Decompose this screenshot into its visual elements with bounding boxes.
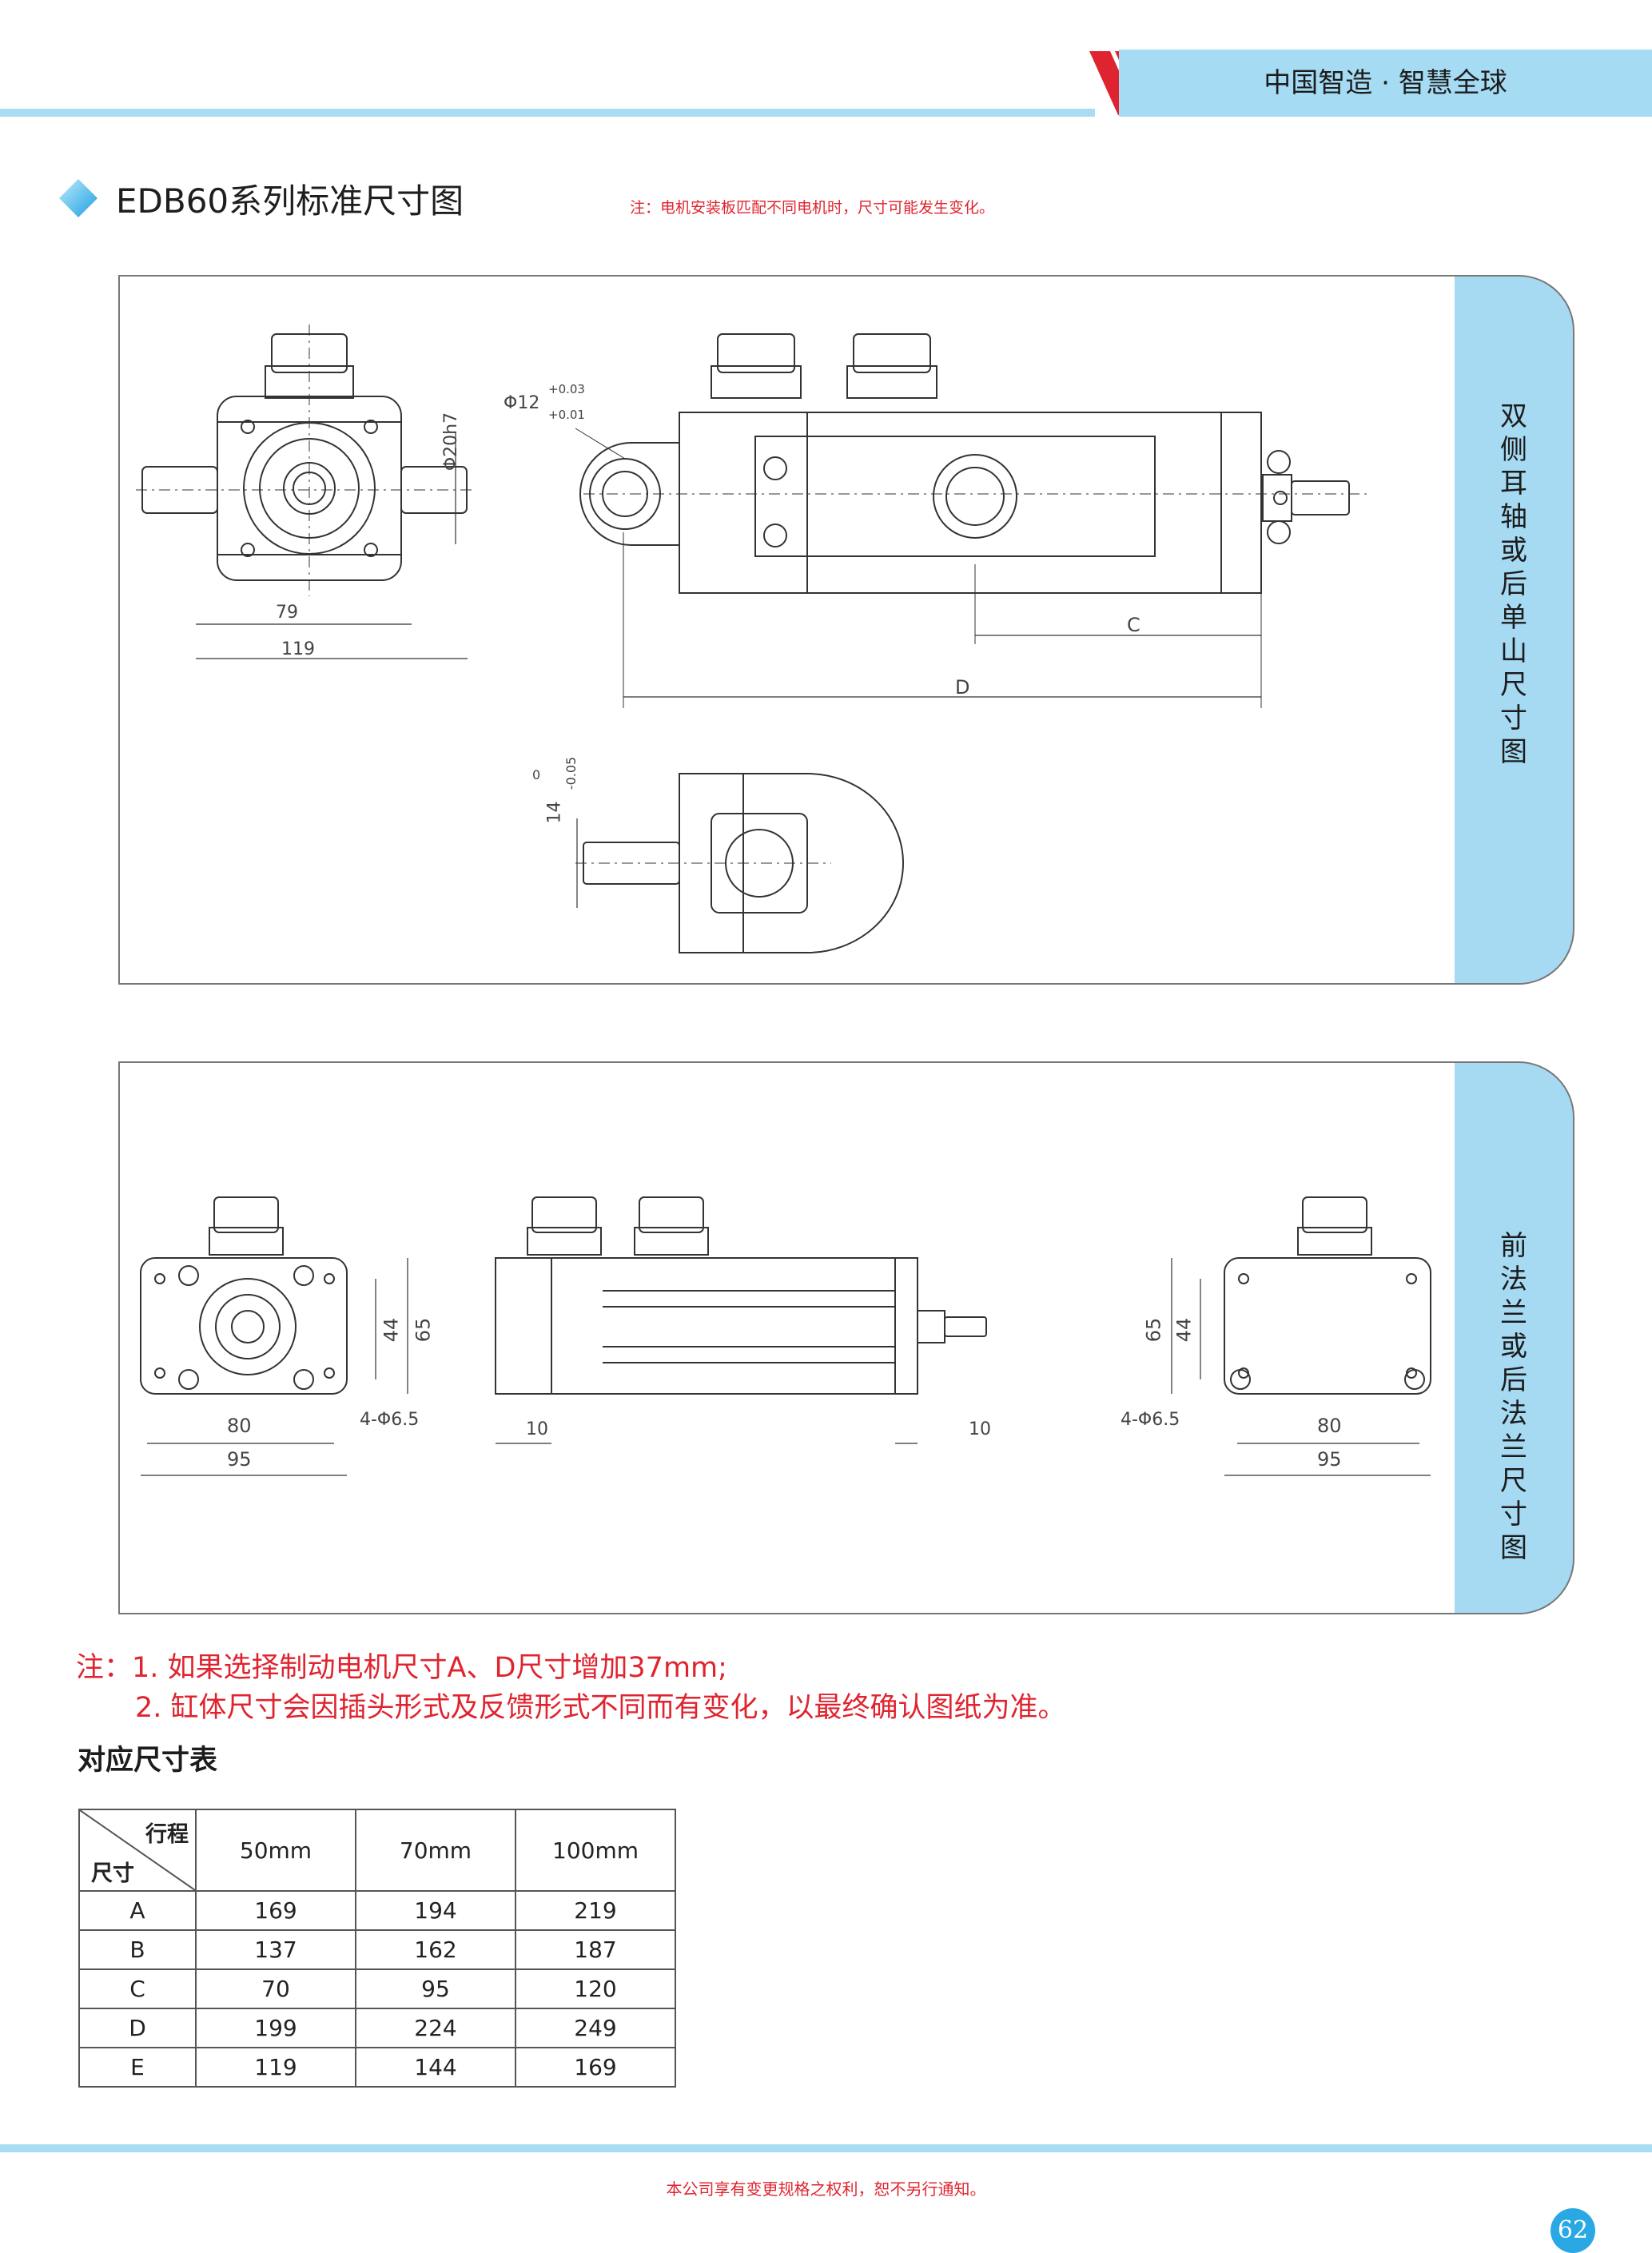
table-cell: 224 bbox=[355, 2008, 516, 2048]
note-line-2: 2. 缸体尺寸会因插头形式及反馈形式不同而有变化，以最终确认图纸为准。 bbox=[135, 1692, 1066, 1724]
table-header-row: 行程 尺寸 50mm 70mm 100mm bbox=[78, 1809, 676, 1892]
header-rule bbox=[0, 109, 1095, 117]
diagonal-line bbox=[80, 1810, 195, 1890]
table-cell: 199 bbox=[195, 2008, 356, 2048]
table-row: D 199 224 249 bbox=[78, 2008, 676, 2048]
drawing-trunnion-views bbox=[136, 324, 1367, 953]
dim-80-left: 80 bbox=[227, 1415, 252, 1437]
notes-block: 注：1. 如果选择制动电机尺寸A、D尺寸增加37mm; 2. 缸体尺寸会因插头形… bbox=[76, 1648, 1066, 1728]
holes-left: 4-Φ6.5 bbox=[360, 1410, 420, 1430]
drawing-panel-2 bbox=[118, 1061, 1456, 1614]
dim-44-right: 44 bbox=[1172, 1317, 1196, 1343]
dimension-table: 行程 尺寸 50mm 70mm 100mm A 169 194 219 B 13… bbox=[78, 1809, 676, 2088]
table-cell: 249 bbox=[515, 2008, 676, 2048]
panel-2-tab-label: 前法兰或后法兰尺寸图 bbox=[1500, 1230, 1527, 1564]
row-label: C bbox=[78, 1968, 197, 2009]
dim-14: 14 bbox=[544, 801, 565, 824]
table-cell: 144 bbox=[355, 2047, 516, 2088]
panel-2-tab bbox=[1455, 1061, 1574, 1614]
row-label: D bbox=[78, 2008, 197, 2048]
holes-right: 4-Φ6.5 bbox=[1121, 1410, 1180, 1430]
dim-80-right: 80 bbox=[1317, 1415, 1342, 1437]
dim-44-left: 44 bbox=[380, 1317, 403, 1343]
dim-d: D bbox=[955, 676, 970, 699]
row-label: E bbox=[78, 2047, 197, 2088]
corner-top-label: 行程 bbox=[145, 1822, 189, 1847]
dim-phi20: Φ20h7 bbox=[441, 412, 462, 472]
table-row: B 137 162 187 bbox=[78, 1929, 676, 1970]
col-header: 50mm bbox=[195, 1809, 356, 1892]
table-cell: 169 bbox=[515, 2047, 676, 2088]
dim-65-right: 65 bbox=[1142, 1317, 1165, 1343]
note-line-1: 注：1. 如果选择制动电机尺寸A、D尺寸增加37mm; bbox=[76, 1652, 727, 1684]
drawing-panel-1 bbox=[118, 275, 1456, 985]
panel-1-tab bbox=[1455, 275, 1574, 985]
table-cell: 194 bbox=[355, 1890, 516, 1931]
table-row: C 70 95 120 bbox=[78, 1968, 676, 2009]
tol-upper: +0.03 bbox=[548, 382, 585, 396]
corner-bottom-label: 尺寸 bbox=[91, 1861, 134, 1886]
dim-65-left: 65 bbox=[412, 1317, 435, 1343]
col-header: 100mm bbox=[515, 1809, 676, 1892]
table-title: 对应尺寸表 bbox=[78, 1745, 218, 1777]
dim-10-left: 10 bbox=[526, 1419, 548, 1439]
row-label: B bbox=[78, 1929, 197, 1970]
table-cell: 119 bbox=[195, 2047, 356, 2088]
tol-zero: 0 bbox=[532, 767, 541, 782]
table-cell: 187 bbox=[515, 1929, 676, 1970]
row-label: A bbox=[78, 1890, 197, 1931]
table-cell: 169 bbox=[195, 1890, 356, 1931]
footer-disclaimer: 本公司享有变更规格之权利，恕不另行通知。 bbox=[666, 2179, 986, 2199]
table-cell: 70 bbox=[195, 1968, 356, 2009]
table-row: E 119 144 169 bbox=[78, 2047, 676, 2088]
table-cell: 162 bbox=[355, 1929, 516, 1970]
table-cell: 219 bbox=[515, 1890, 676, 1931]
tol-negative: -0.05 bbox=[563, 756, 579, 790]
table-cell: 120 bbox=[515, 1968, 676, 2009]
table-cell: 137 bbox=[195, 1929, 356, 1970]
diamond-bullet-icon bbox=[59, 179, 98, 217]
dim-10-right: 10 bbox=[969, 1419, 991, 1439]
drawing-flange-views bbox=[140, 1196, 1431, 1476]
dim-phi12: Φ12 bbox=[504, 393, 540, 413]
tol-lower: +0.01 bbox=[548, 408, 585, 422]
header-slogan: 中国智造 · 智慧全球 bbox=[1264, 67, 1507, 99]
mount-note: 注：电机安装板匹配不同电机时，尺寸可能发生变化。 bbox=[630, 199, 995, 217]
footer-rule bbox=[0, 2144, 1652, 2152]
page-number: 62 bbox=[1550, 2208, 1595, 2253]
dim-79: 79 bbox=[276, 603, 298, 623]
dim-95-right: 95 bbox=[1317, 1448, 1342, 1471]
header-slogan-box bbox=[1119, 50, 1652, 117]
dim-95-left: 95 bbox=[227, 1448, 252, 1471]
table-row: A 169 194 219 bbox=[78, 1890, 676, 1931]
col-header: 70mm bbox=[355, 1809, 516, 1892]
dim-119: 119 bbox=[281, 639, 315, 659]
dim-c: C bbox=[1127, 614, 1140, 636]
panel-1-tab-label: 双侧耳轴或后单山尺寸图 bbox=[1500, 400, 1527, 768]
table-corner-cell: 行程 尺寸 bbox=[78, 1809, 197, 1892]
page-title: EDB60系列标准尺寸图 bbox=[116, 181, 464, 221]
table-cell: 95 bbox=[355, 1968, 516, 2009]
